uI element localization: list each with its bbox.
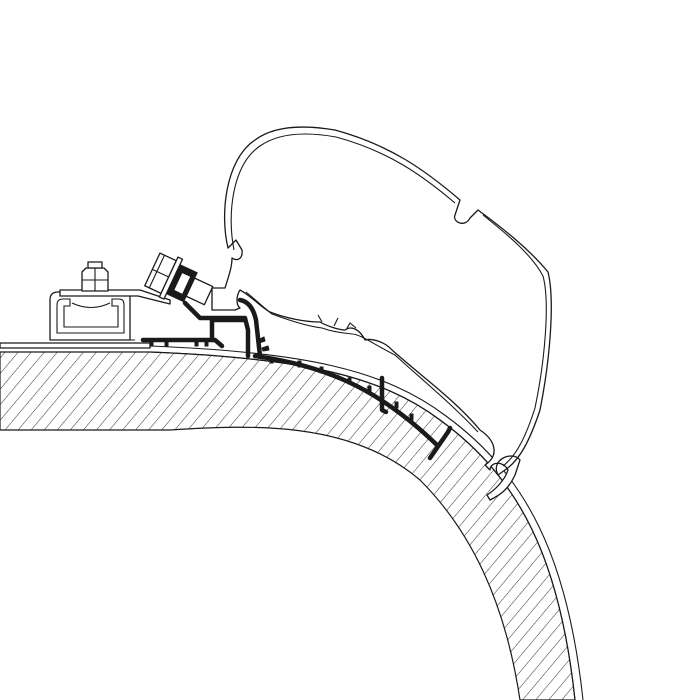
awning-case xyxy=(211,126,552,501)
adapter-profile xyxy=(140,297,453,461)
roof-rail-clamp xyxy=(0,261,171,349)
bolt-assembly xyxy=(144,252,214,306)
